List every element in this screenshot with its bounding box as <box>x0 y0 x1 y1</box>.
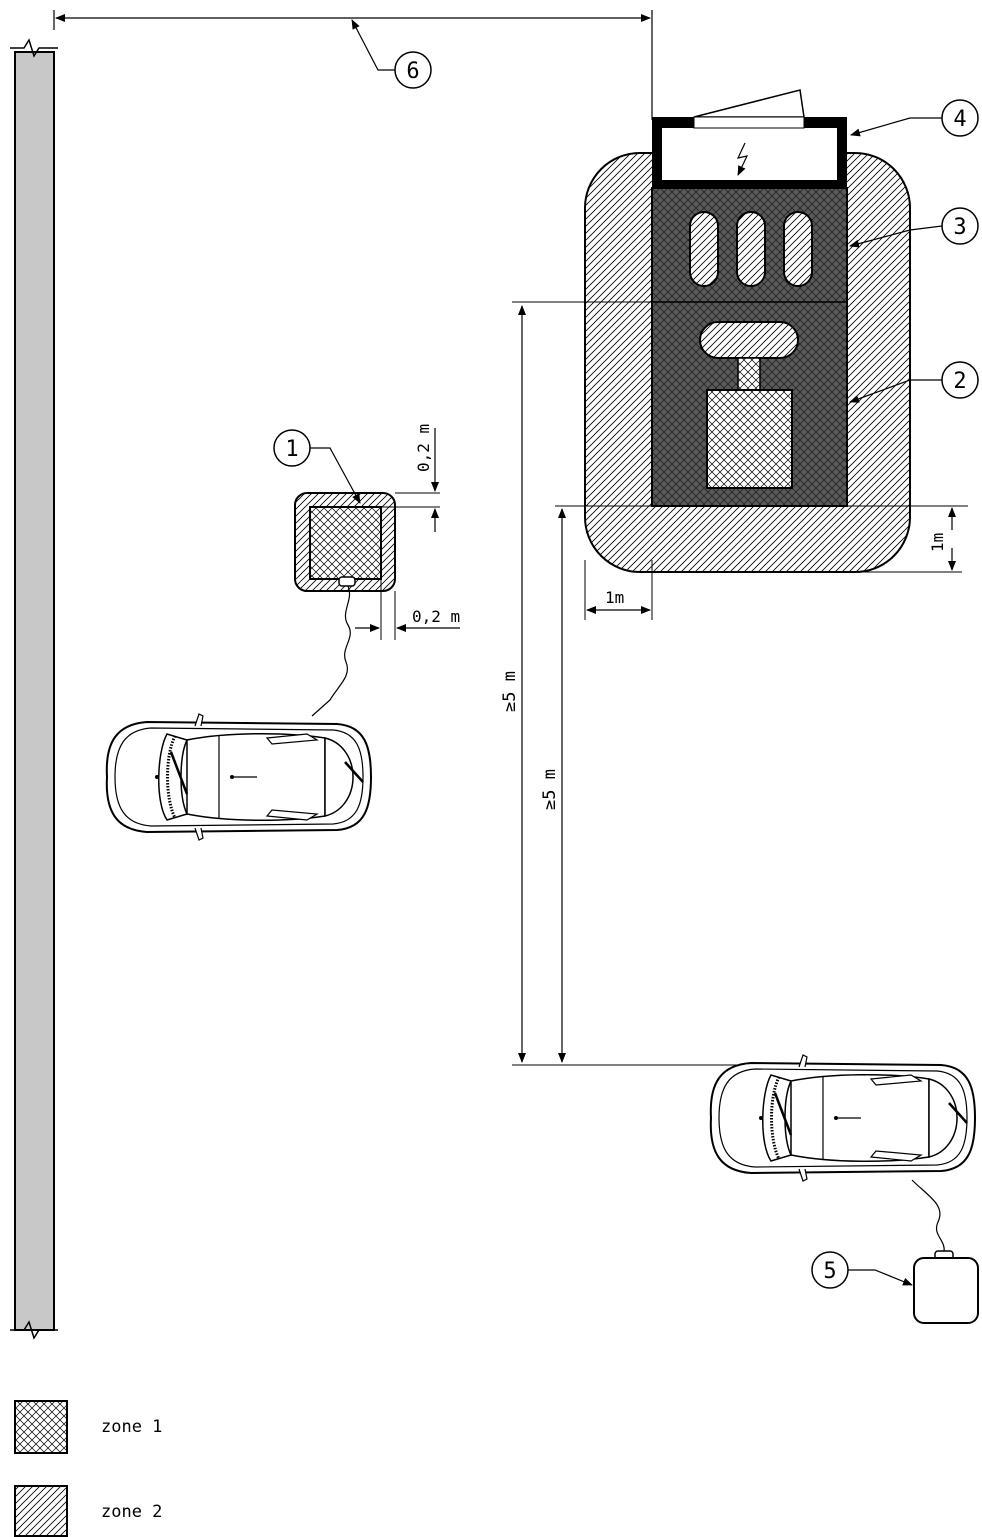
dim-pad-side-gap: 0,2 m <box>412 607 460 626</box>
dim-pad-top-gap: 0,2 m <box>414 424 433 472</box>
callout-5: 5 <box>811 1251 849 1289</box>
callout-4: 4 <box>941 99 979 137</box>
svg-text:3: 3 <box>953 215 966 240</box>
vehicle-left <box>105 712 373 842</box>
callout-3: 3 <box>941 207 979 245</box>
svg-text:4: 4 <box>953 107 966 132</box>
dispenser-unit <box>699 321 799 489</box>
callout-leaders <box>310 117 943 1286</box>
vehicle-right <box>709 1053 977 1183</box>
dimension-pad <box>355 428 460 640</box>
vents <box>689 211 813 287</box>
legend-label-zone2: zone 2 <box>101 1502 163 1522</box>
charging-pad <box>294 492 396 717</box>
dim-zone-bottom: 1m <box>928 533 947 552</box>
dim-distance-outer: ≥5 m <box>500 671 520 712</box>
svg-text:6: 6 <box>406 59 419 84</box>
legend-swatch-zone1 <box>14 1400 68 1454</box>
dim-distance-inner: ≥5 m <box>540 769 560 810</box>
electrical-cabinet <box>652 89 847 188</box>
wall <box>10 38 58 1340</box>
dimension-building <box>512 301 968 1066</box>
portable-charger <box>911 1179 979 1324</box>
dimension-wall-distance <box>53 10 653 120</box>
legend-label-zone1: zone 1 <box>101 1417 163 1437</box>
dim-zone-side: 1m <box>605 588 624 607</box>
callout-2: 2 <box>941 361 979 399</box>
svg-text:5: 5 <box>823 1259 836 1284</box>
svg-text:2: 2 <box>953 369 966 394</box>
callout-6: 6 <box>394 51 432 89</box>
callout-1: 1 <box>273 429 311 467</box>
svg-text:1: 1 <box>285 437 298 462</box>
legend-swatch-zone2 <box>14 1485 68 1537</box>
